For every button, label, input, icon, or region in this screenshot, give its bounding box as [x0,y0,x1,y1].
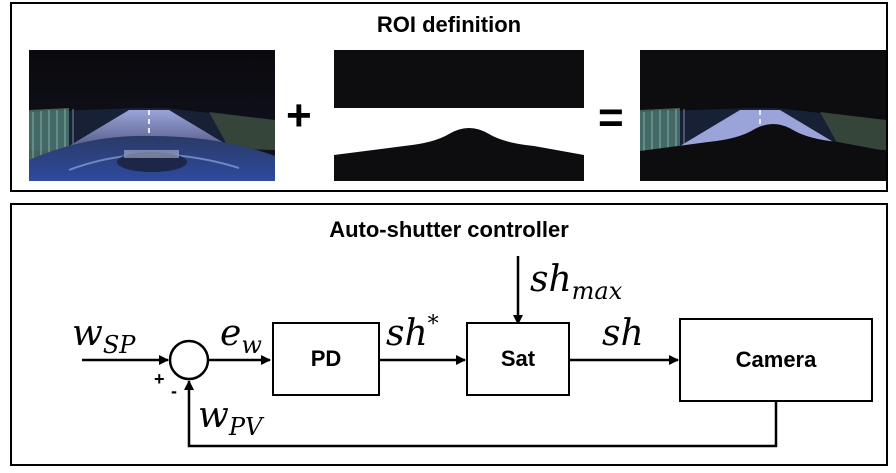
pd-block: PD [272,322,380,396]
shutter-max-label: shmax [530,259,623,305]
roi-title: ROI definition [376,12,522,37]
process-value-label: wPV [198,395,263,441]
shutter-cmd-label: sh* [386,312,439,354]
minus-input-sign: - [171,381,177,401]
setpoint-label: wSP [72,313,136,359]
equals-sign: = [598,93,624,142]
summing-junction [168,339,210,381]
feedback-wire [184,380,778,448]
camera-block: Camera [679,318,873,402]
camera-image [29,50,275,181]
controller-title: Auto-shutter controller [329,217,569,242]
plus-input-sign: + [154,369,165,389]
error-label: ew [220,313,262,359]
roi-result-image [640,50,886,181]
plus-sign: + [286,91,312,140]
shutter-label: sh [602,313,644,354]
sat-block: Sat [466,322,570,396]
roi-definition-panel: ROI definition [10,2,888,192]
roi-mask-image [334,50,584,181]
